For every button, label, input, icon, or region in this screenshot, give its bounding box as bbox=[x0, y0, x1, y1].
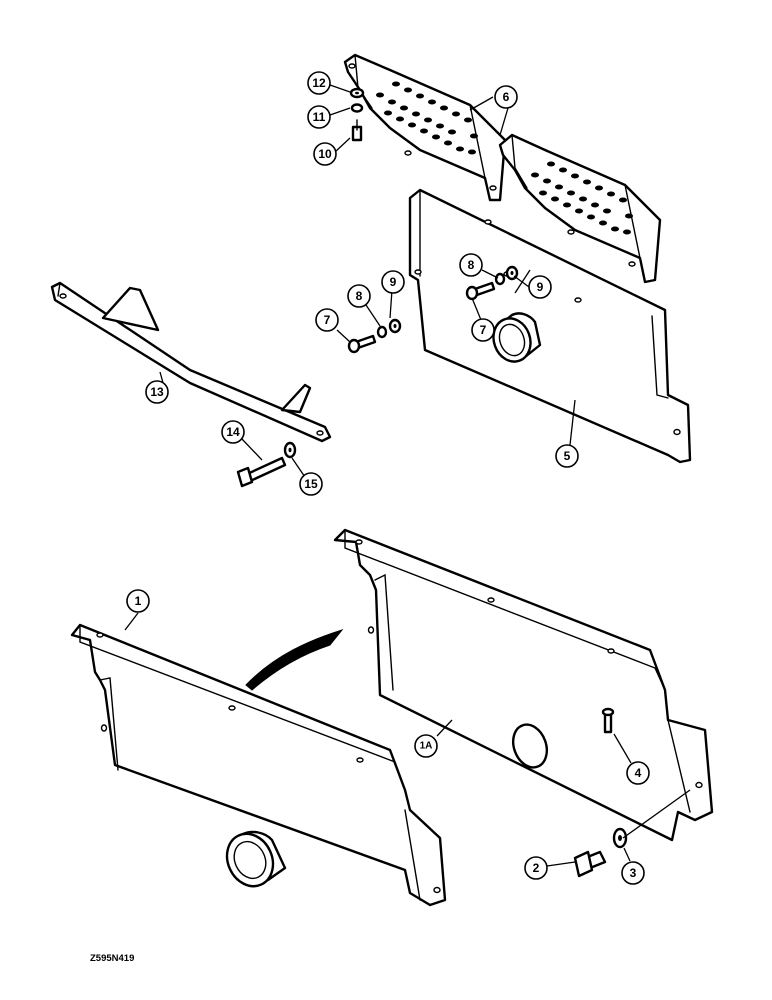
side-shield-right bbox=[333, 528, 714, 842]
hardware bbox=[236, 87, 628, 878]
step-plate-right bbox=[498, 133, 662, 284]
callout-7a: 7 bbox=[315, 308, 339, 332]
svg-text:7: 7 bbox=[480, 323, 487, 337]
svg-text:8: 8 bbox=[468, 258, 475, 272]
callout-8a: 8 bbox=[347, 284, 371, 308]
svg-text:1A: 1A bbox=[420, 741, 433, 752]
callout-10: 10 bbox=[313, 142, 337, 166]
svg-text:9: 9 bbox=[390, 275, 397, 289]
callout-15: 15 bbox=[299, 472, 323, 496]
callout-13: 13 bbox=[145, 380, 169, 404]
svg-text:6: 6 bbox=[503, 90, 510, 104]
svg-text:14: 14 bbox=[226, 425, 240, 439]
side-shield-left bbox=[70, 623, 447, 907]
svg-text:7: 7 bbox=[324, 313, 331, 327]
cross-bar bbox=[50, 281, 332, 443]
callout-2: 2 bbox=[524, 856, 548, 880]
svg-text:2: 2 bbox=[533, 861, 540, 875]
callout-9b: 9 bbox=[528, 275, 552, 299]
callout-3: 3 bbox=[621, 861, 645, 885]
callout-8b: 8 bbox=[459, 253, 483, 277]
callout-12: 12 bbox=[307, 71, 331, 95]
svg-text:10: 10 bbox=[318, 147, 332, 161]
callout-7b: 7 bbox=[471, 318, 495, 342]
callout-1a: 1A bbox=[414, 734, 438, 758]
svg-text:15: 15 bbox=[304, 477, 318, 491]
svg-text:13: 13 bbox=[150, 385, 164, 399]
callout-4: 4 bbox=[626, 761, 650, 785]
mirror-arrow bbox=[245, 629, 344, 691]
svg-text:3: 3 bbox=[630, 866, 637, 880]
callout-11: 11 bbox=[307, 105, 331, 129]
svg-text:11: 11 bbox=[313, 110, 326, 124]
svg-text:12: 12 bbox=[312, 76, 326, 90]
leader-lines bbox=[124, 84, 691, 867]
callout-5: 5 bbox=[555, 444, 579, 468]
svg-text:8: 8 bbox=[356, 289, 363, 303]
figure-code: Z595N419 bbox=[90, 953, 134, 964]
svg-text:5: 5 bbox=[564, 449, 571, 463]
callout-6: 6 bbox=[494, 85, 518, 109]
step-plate-left bbox=[343, 53, 507, 202]
callout-1: 1 bbox=[126, 589, 150, 613]
callout-14: 14 bbox=[221, 420, 245, 444]
callout-9a: 9 bbox=[381, 270, 405, 294]
svg-text:1: 1 bbox=[135, 594, 142, 608]
svg-text:4: 4 bbox=[635, 766, 642, 780]
svg-text:9: 9 bbox=[537, 280, 544, 294]
